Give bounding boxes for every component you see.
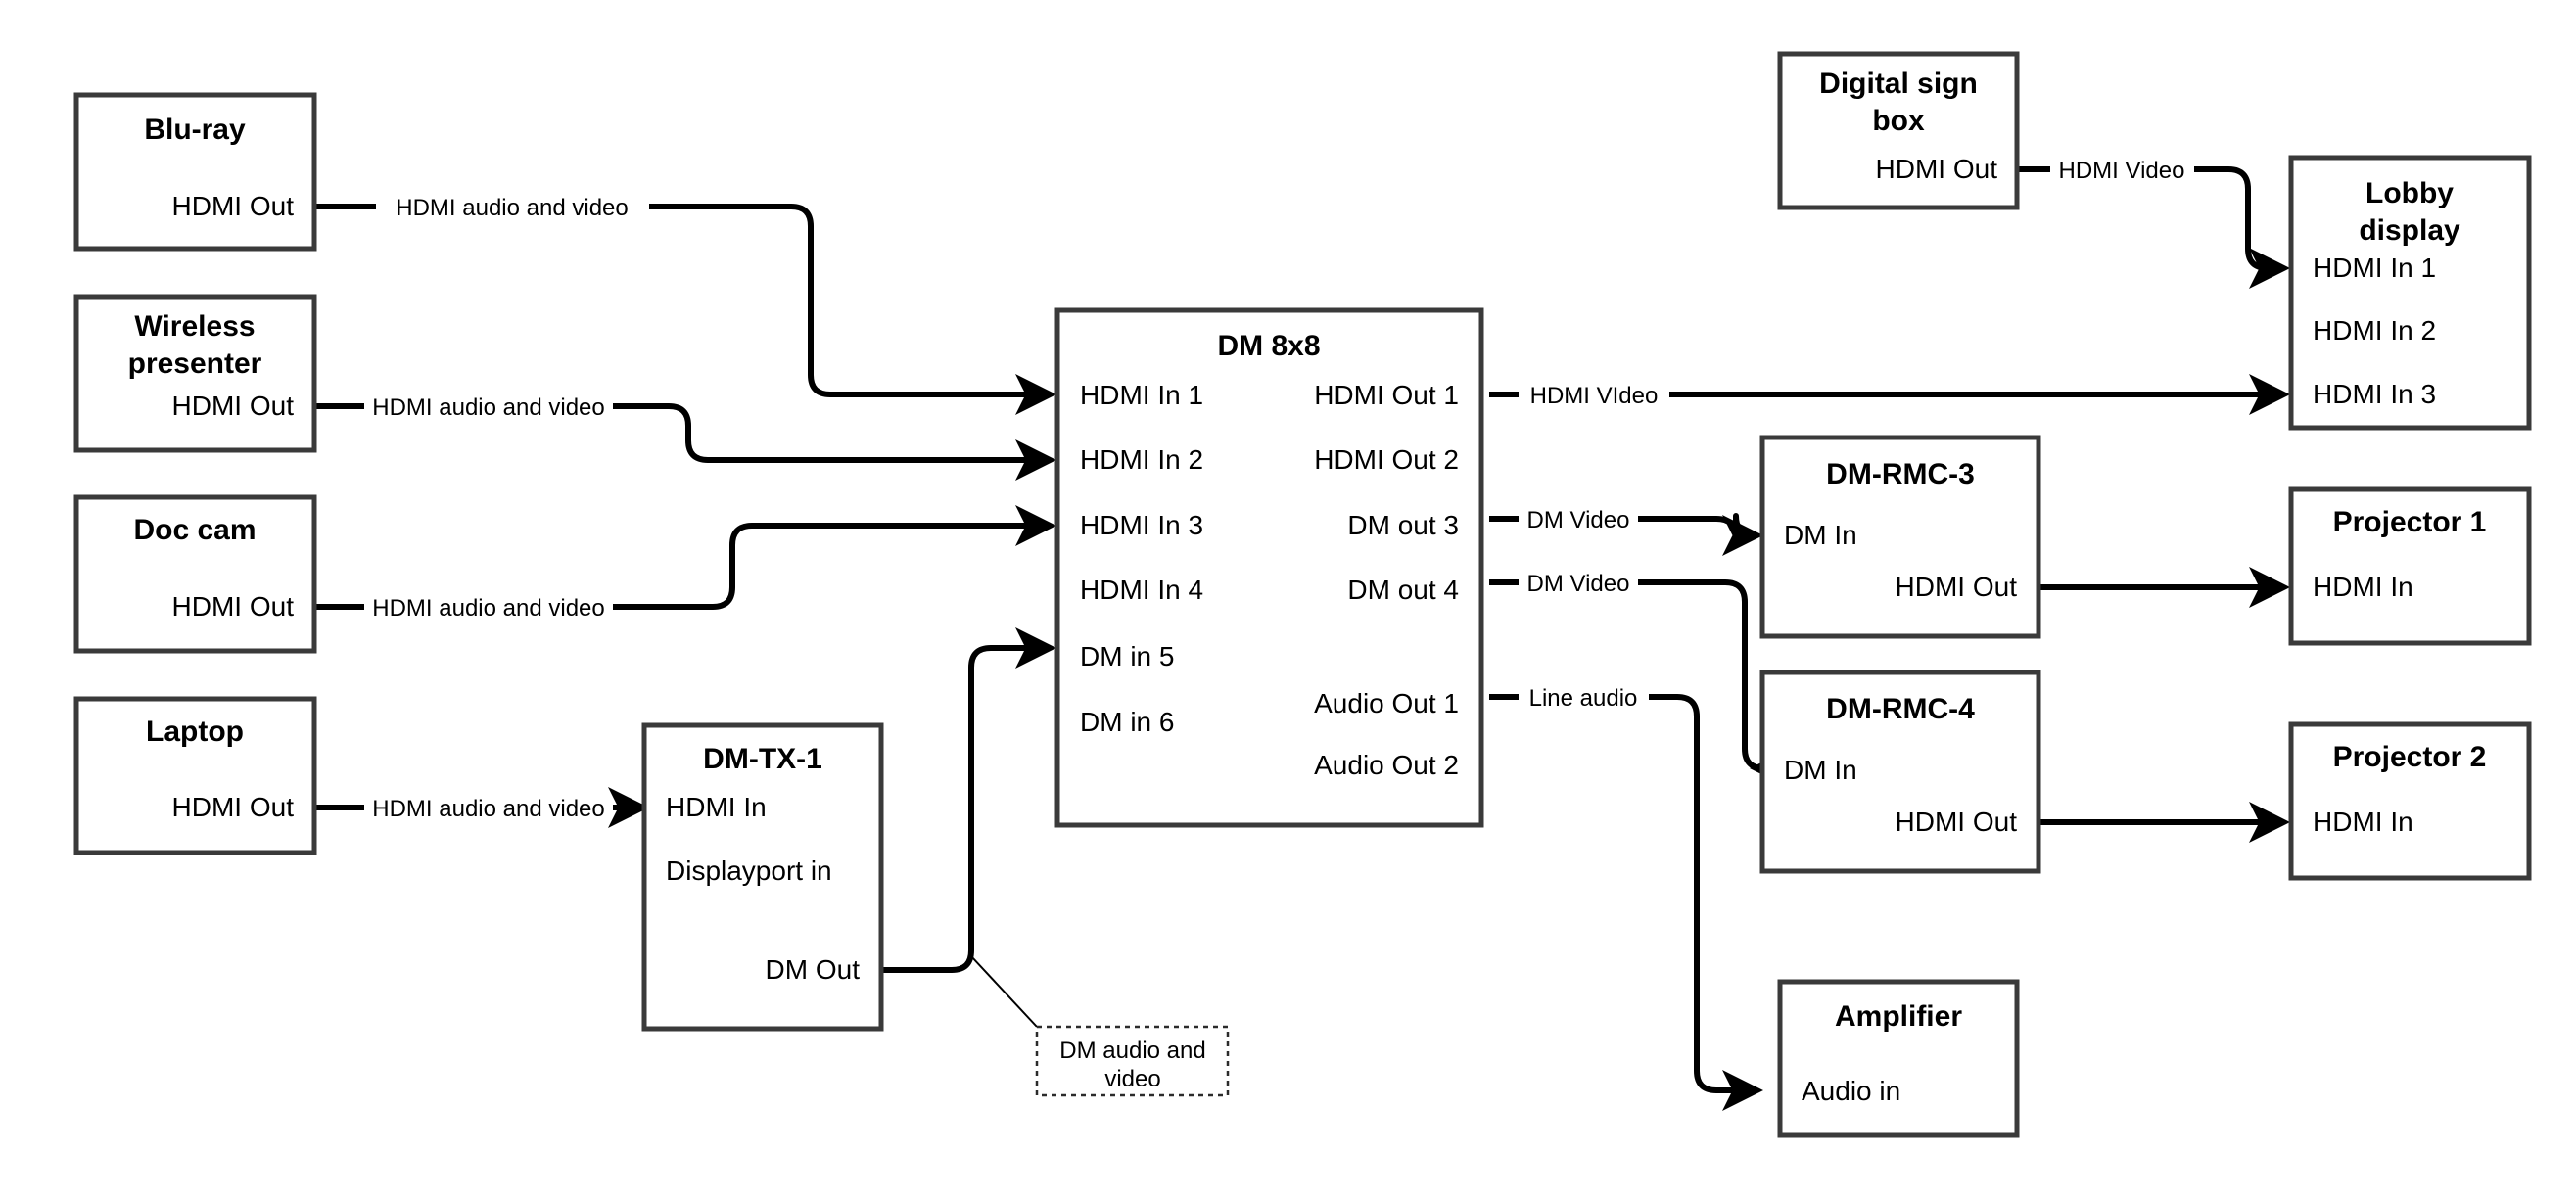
callout-box [1035,1025,1230,1097]
node-dm-8x8-input-hdmi-in-3: HDMI In 3 [1080,510,1203,540]
node-projector-1[interactable]: Projector 1 HDMI In [2288,486,2532,646]
node-dm-8x8[interactable]: DM 8x8 HDMI In 1 HDMI In 2 HDMI In 3 HDM… [1054,307,1484,828]
node-lobby-display-title-line1: Lobby [2365,177,2454,209]
node-dm-rmc-3-box [1759,435,2041,639]
node-wireless-presenter-title-line1: Wireless [134,310,255,343]
node-dm-8x8-output-audio-out-1: Audio Out 1 [1314,688,1459,718]
node-lobby-display-port-hdmi-in-1: HDMI In 1 [2313,253,2436,283]
node-projector-1-title: Projector 1 [2333,506,2487,538]
node-lobby-display-box [2288,155,2532,431]
node-doc-cam[interactable]: Doc cam HDMI Out [73,494,317,654]
node-amplifier-box [1777,979,2020,1138]
node-dm-8x8-output-hdmi-out-2: HDMI Out 2 [1314,444,1459,475]
node-lobby-display[interactable]: Lobby display HDMI In 1 HDMI In 2 HDMI I… [2288,155,2532,431]
node-laptop-port-hdmi-out: HDMI Out [172,792,295,822]
node-wireless-presenter[interactable]: Wireless presenter HDMI Out [73,294,317,453]
node-projector-1-port-hdmi-in: HDMI In [2313,572,2413,602]
callout-dm-audio-and-video: DM audio and video [1035,1025,1230,1097]
node-bluray[interactable]: Blu-ray HDMI Out [73,92,317,252]
node-dm-8x8-input-hdmi-in-2: HDMI In 2 [1080,444,1203,475]
node-projector-2[interactable]: Projector 2 HDMI In [2288,721,2532,881]
wire-label-bluray-to-dm8x8: HDMI audio and video [396,195,628,221]
node-dm-8x8-box [1054,307,1484,828]
callout-leader-line [970,955,1038,1028]
node-doc-cam-port-hdmi-out: HDMI Out [172,591,295,622]
node-doc-cam-title: Doc cam [133,514,256,546]
node-dm-8x8-input-dm-in-6: DM in 6 [1080,707,1174,737]
wire-dm8x8-dmout3-to-dmrmc3 [1489,516,1756,538]
node-projector-2-title: Projector 2 [2333,741,2487,773]
wire-label-hdmiout1-to-lobby: HDMI VIdeo [1530,383,1659,409]
node-dm-8x8-input-hdmi-in-1: HDMI In 1 [1080,380,1203,410]
node-dm-8x8-title: DM 8x8 [1217,330,1320,362]
node-digital-sign-box-title-line1: Digital sign [1819,68,1978,100]
wire-label-laptop-to-dmtx1: HDMI audio and video [372,796,604,822]
node-dm-8x8-output-audio-out-2: Audio Out 2 [1314,750,1459,780]
wire-label-audioout1-to-amplifier: Line audio [1529,685,1638,712]
node-projector-2-port-hdmi-in: HDMI In [2313,807,2413,837]
node-bluray-port-hdmi-out: HDMI Out [172,191,295,221]
wire-label-dmout4-to-rmc4: DM Video [1527,571,1630,597]
node-lobby-display-port-hdmi-in-2: HDMI In 2 [2313,315,2436,346]
node-dm-rmc-4[interactable]: DM-RMC-4 DM In HDMI Out [1759,670,2041,874]
node-dm-8x8-output-dm-out-3: DM out 3 [1347,510,1459,540]
node-dm-8x8-output-dm-out-4: DM out 4 [1347,575,1459,605]
node-amplifier-port-audio-in: Audio in [1802,1076,1900,1106]
node-dm-tx-1-box [641,722,884,1032]
node-doc-cam-box [73,494,317,654]
node-dm-rmc-3-port-dm-in: DM In [1784,520,1857,550]
callout-text-line1: DM audio and [1059,1038,1205,1064]
node-dm-rmc-3[interactable]: DM-RMC-3 DM In HDMI Out [1759,435,2041,639]
wire-doccam-to-dm8x8-hdmi-in-3 [314,526,1050,610]
node-amplifier-title: Amplifier [1835,1000,1962,1033]
wire-wireless-to-dm8x8-hdmi-in-2 [314,403,1050,460]
node-dm-8x8-input-hdmi-in-4: HDMI In 4 [1080,575,1203,605]
wire-label-dmout3-to-rmc3: DM Video [1527,507,1630,533]
node-laptop-title: Laptop [146,716,244,748]
node-bluray-box [73,92,317,252]
node-dm-rmc-3-title: DM-RMC-3 [1826,458,1975,490]
node-dm-rmc-3-port-hdmi-out: HDMI Out [1896,572,2018,602]
node-digital-sign-box[interactable]: Digital sign box HDMI Out [1777,51,2020,210]
node-dm-rmc-4-port-hdmi-out: HDMI Out [1896,807,2018,837]
node-wireless-presenter-port-hdmi-out: HDMI Out [172,391,295,421]
wire-dm8x8-dmout4-to-dmrmc4 [1489,579,1764,768]
node-digital-sign-box-box [1777,51,2020,210]
wire-label-wireless-to-dm8x8: HDMI audio and video [372,394,604,421]
wire-bluray-to-dm8x8-hdmi-in-1 [314,204,1050,394]
node-lobby-display-title-line2: display [2359,214,2460,247]
wire-label-doccam-to-dm8x8: HDMI audio and video [372,595,604,622]
node-digital-sign-box-port-hdmi-out: HDMI Out [1876,154,1998,184]
node-dm-tx-1[interactable]: DM-TX-1 HDMI In Displayport in DM Out [641,722,884,1032]
node-dm-tx-1-port-dm-out: DM Out [766,954,861,985]
node-wireless-presenter-title-line2: presenter [128,347,262,380]
node-projector-1-box [2288,486,2532,646]
node-digital-sign-box-title-line2: box [1872,105,1925,137]
node-dm-tx-1-port-displayport-in: Displayport in [666,855,832,886]
node-amplifier[interactable]: Amplifier Audio in [1777,979,2020,1138]
node-dm-tx-1-title: DM-TX-1 [703,743,822,775]
node-dm-rmc-4-title: DM-RMC-4 [1826,693,1975,725]
wire-signbox-to-lobby-hdmi-in-1 [2016,166,2283,268]
callout-text-line2: video [1104,1066,1160,1092]
node-wireless-presenter-box [73,294,317,453]
wire-dm8x8-audioout1-to-amplifier [1489,694,1756,1090]
node-dm-8x8-output-hdmi-out-1: HDMI Out 1 [1314,380,1459,410]
node-dm-tx-1-port-hdmi-in: HDMI In [666,792,767,822]
node-laptop-box [73,696,317,855]
wire-label-signbox-to-lobby: HDMI Video [2059,158,2185,184]
wire-dmtx1-to-dm8x8-dm-in-5 [881,627,1056,973]
node-dm-rmc-4-port-dm-in: DM In [1784,755,1857,785]
node-projector-2-box [2288,721,2532,881]
node-laptop[interactable]: Laptop HDMI Out [73,696,317,855]
node-bluray-title: Blu-ray [144,114,246,146]
node-lobby-display-port-hdmi-in-3: HDMI In 3 [2313,379,2436,409]
node-dm-8x8-input-dm-in-5: DM in 5 [1080,641,1174,671]
node-dm-rmc-4-box [1759,670,2041,874]
